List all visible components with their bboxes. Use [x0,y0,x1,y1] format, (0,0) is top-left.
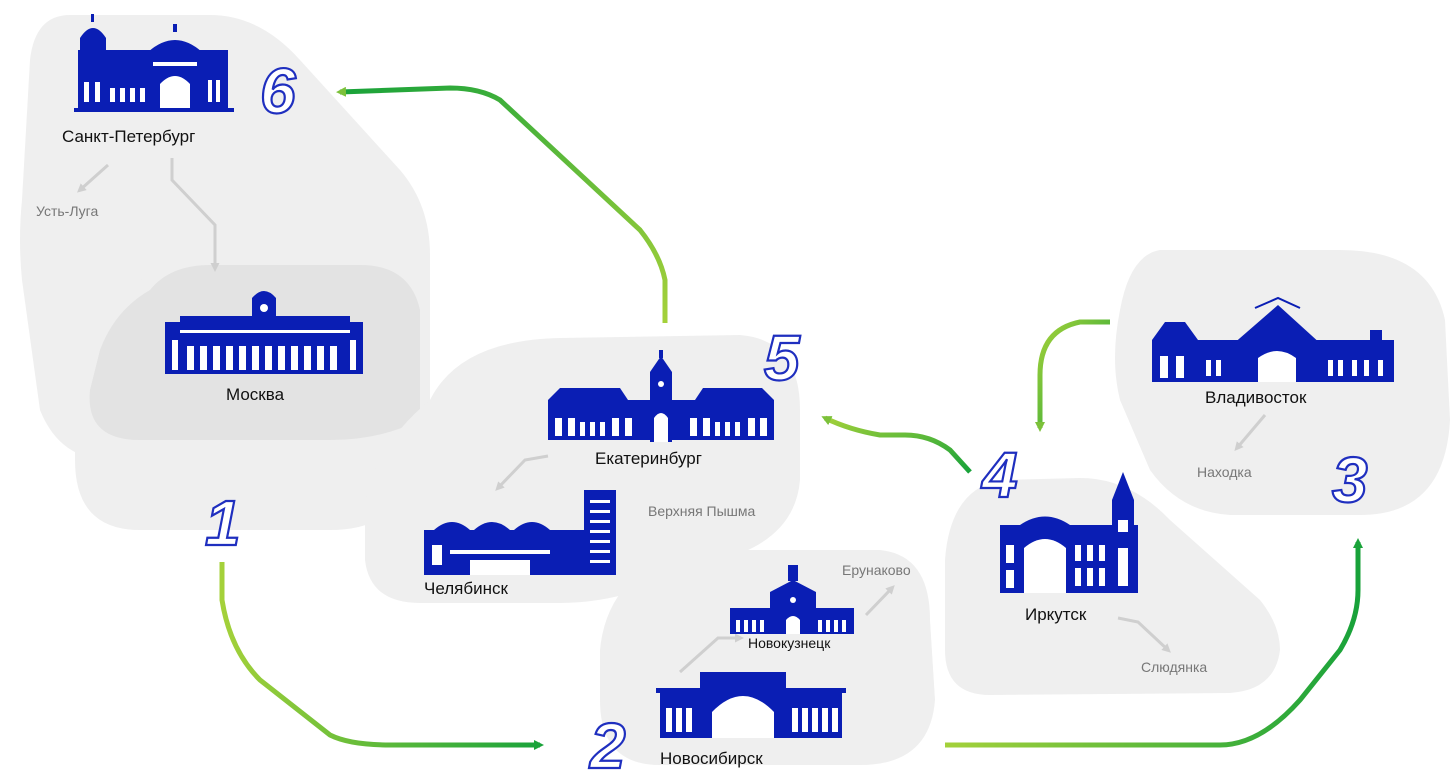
step-number-5: 5 [764,322,801,394]
main-route [219,85,1363,750]
label-irkutsk: Иркутск [1025,605,1087,624]
label-v-pyshma: Верхняя Пышма [648,503,756,519]
route-arrow-2-3 [945,538,1363,748]
label-ekb: Екатеринбург [595,449,702,468]
station-chelyabinsk-icon [424,490,616,575]
arrow-novokuz-erun [864,585,895,617]
city-labels: Санкт-Петербург Усть-Луга Москва Екатери… [36,127,1307,768]
station-vladivostok-icon [1152,296,1394,382]
arrow-novosib-novokuz [678,633,744,674]
arrow-spb-ustluga [77,163,109,193]
station-spb-icon [74,14,234,112]
step-number-6: 6 [260,55,296,127]
station-moscow-icon [165,291,363,374]
label-slyudyanka: Слюдянка [1141,659,1207,675]
route-arrow-5-6 [336,85,668,323]
arrow-vlad-nakh [1234,414,1267,452]
route-arrow-1-2 [219,562,544,750]
route-arrow-4-5 [821,415,972,474]
label-chelyabinsk: Челябинск [424,579,508,598]
station-ekb-icon [548,350,774,442]
step-number-2: 2 [589,710,626,771]
label-novokuznetsk: Новокузнецк [748,635,831,651]
step-number-4: 4 [980,439,1018,511]
arrow-spb-moscow [170,158,220,272]
arrow-irk-slyud [1117,616,1171,653]
station-novokuznetsk-icon [730,565,854,634]
label-vladivostok: Владивосток [1205,388,1307,407]
blob-vladivostok [1115,250,1450,515]
arrow-ekb-vpyshma [495,454,549,491]
label-novosibirsk: Новосибирск [660,749,763,768]
station-novosibirsk-icon [656,672,846,738]
label-spb: Санкт-Петербург [62,127,195,146]
step-number-3: 3 [1332,444,1368,516]
label-ust-luga: Усть-Луга [36,203,98,219]
step-numbers: 1 2 3 4 5 6 [204,54,1369,771]
route-arrow-3-4 [1035,319,1110,432]
secondary-routes [77,158,1267,674]
label-moscow: Москва [226,385,285,404]
station-irkutsk-icon [1000,472,1138,593]
step-number-1: 1 [205,487,241,559]
label-nakhodka: Находка [1197,464,1252,480]
label-erunakovo: Ерунаково [842,562,911,578]
